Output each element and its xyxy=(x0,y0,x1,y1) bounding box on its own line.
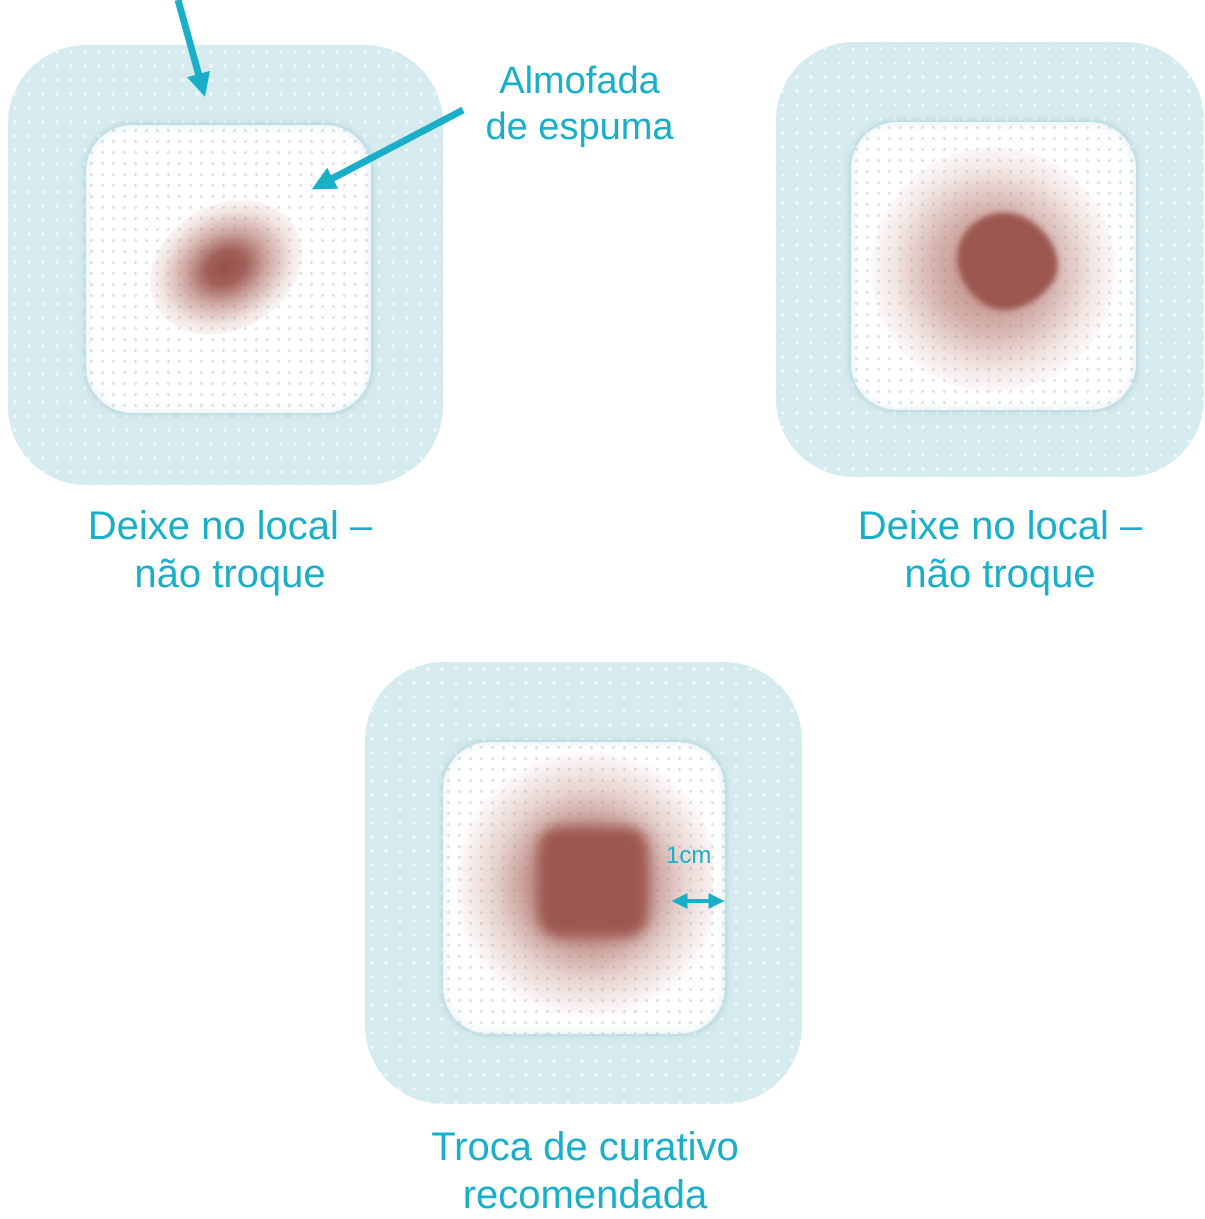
caption-change-recommended: Troca de curativo recomendada xyxy=(395,1123,775,1219)
caption-leave-in-place-1: Deixe no local – não troque xyxy=(60,502,400,598)
dressing-medium-exudate xyxy=(776,42,1204,477)
dressing-large-exudate xyxy=(365,662,802,1104)
caption-line: não troque xyxy=(134,552,326,596)
caption-leave-in-place-2: Deixe no local – não troque xyxy=(830,502,1170,598)
caption-line: Troca de curativo xyxy=(431,1125,739,1169)
caption-line: não troque xyxy=(904,552,1096,596)
caption-line: Deixe no local – xyxy=(857,504,1143,548)
foam-pad xyxy=(851,122,1136,410)
foam-pad xyxy=(443,742,725,1034)
foam-pad-label: Almofada de espuma xyxy=(462,58,697,150)
exudate-stain xyxy=(538,827,648,937)
foam-pad xyxy=(86,125,371,413)
dressing-small-exudate xyxy=(8,45,443,485)
measurement-label: 1cm xyxy=(666,842,712,869)
exudate-stain xyxy=(125,173,327,362)
label-line: de espuma xyxy=(485,106,674,148)
caption-line: Deixe no local – xyxy=(87,504,373,548)
label-line: Almofada xyxy=(499,60,660,102)
caption-line: recomendada xyxy=(462,1173,708,1217)
